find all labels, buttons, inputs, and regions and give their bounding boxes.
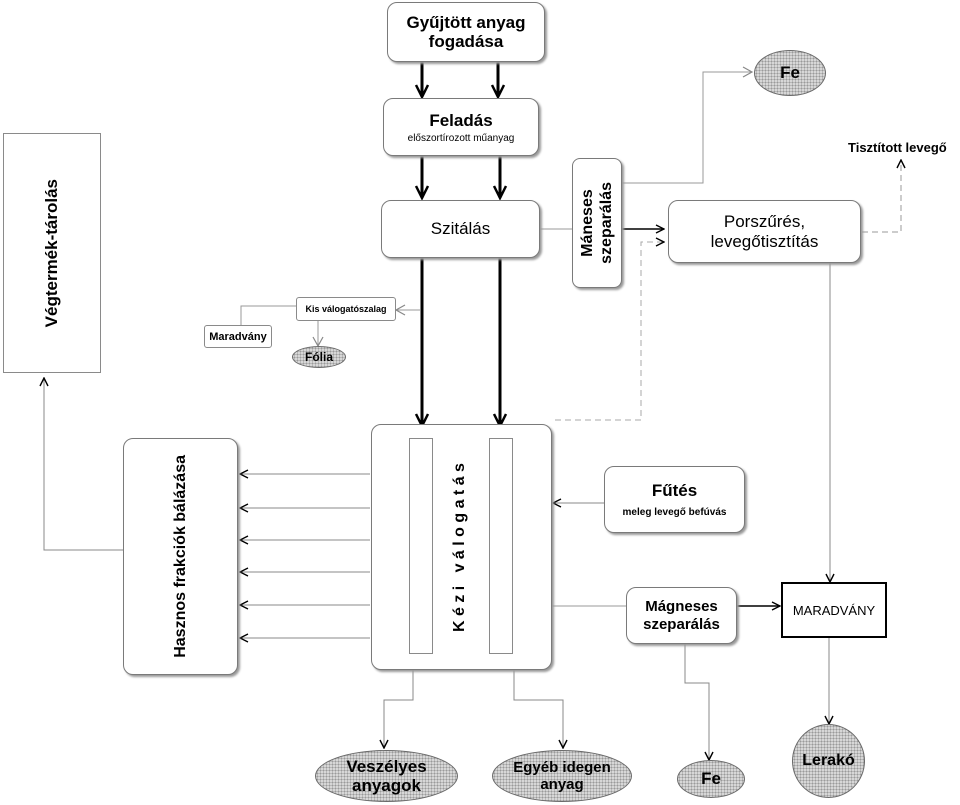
node-maradvany-small: Maradvány	[204, 325, 272, 348]
node-magneses-szeparalas: Mágneses szeparálás	[626, 587, 737, 644]
node-feladas-title: Feladás	[429, 110, 493, 130]
kezi-belt-right	[489, 438, 513, 654]
node-szitalas-label: Szitálás	[430, 219, 491, 238]
node-feladas-subtitle: előszortírozott műanyag	[407, 132, 515, 144]
node-magneses-label: Mágneses szeparálás	[643, 597, 720, 633]
node-feladas: Feladás előszortírozott műanyag	[383, 98, 539, 156]
node-maneses-szeparalas: Máneses szeparálás	[572, 158, 622, 288]
node-porszures: Porszűrés, levegőtisztítás	[668, 200, 861, 263]
node-fe-top: Fe	[754, 50, 826, 96]
node-futes-title: Fűtés	[651, 481, 698, 500]
node-folia: Fólia	[292, 346, 346, 368]
node-hasznos-label: Hasznos frakciók bálázása	[171, 455, 189, 658]
node-maradvany-small-label: Maradvány	[209, 330, 267, 343]
node-futes: Fűtés meleg levegő befúvás	[604, 466, 745, 533]
node-maradvany: MARADVÁNY	[781, 582, 887, 638]
kezi-belt-left	[409, 438, 433, 654]
label-tisztitott-levego: Tisztított levegő	[848, 140, 947, 155]
node-porszures-label: Porszűrés, levegőtisztítás	[710, 211, 819, 251]
node-egyeb-idegen-anyag: Egyéb idegen anyag	[492, 750, 632, 802]
node-fe-bottom-label: Fe	[701, 769, 721, 788]
node-kis-valogatoszalag: Kis válogatószalag	[296, 297, 396, 321]
node-kis-valogatoszalag-label: Kis válogatószalag	[305, 304, 387, 314]
node-vegtermek-label: Végtermék-tárolás	[42, 178, 61, 328]
node-veszelyes-label: Veszélyes anyagok	[346, 757, 427, 795]
node-egyeb-label: Egyéb idegen anyag	[513, 759, 611, 793]
node-kezi-label: K é z i v á l o g a t á s	[451, 463, 468, 633]
node-gyujtott-anyag-fogadasa: Gyűjtött anyag fogadása	[387, 2, 545, 62]
node-veszelyes-anyagok: Veszélyes anyagok	[315, 750, 458, 802]
node-folia-label: Fólia	[304, 350, 333, 364]
node-maneses-label: Máneses szeparálás	[579, 182, 615, 264]
node-maradvany-label: MARADVÁNY	[792, 602, 876, 618]
node-szitalas: Szitálás	[381, 200, 540, 258]
node-futes-subtitle: meleg levegő befúvás	[622, 507, 727, 518]
node-kezi-valogatas: K é z i v á l o g a t á s	[371, 424, 552, 670]
node-fe-bottom: Fe	[677, 760, 745, 798]
node-lerako-label: Lerakó	[802, 752, 855, 769]
node-gyujtott-label: Gyűjtött anyag fogadása	[406, 13, 526, 51]
node-vegtermek-tarolas: Végtermék-tárolás	[3, 133, 101, 373]
node-lerako: Lerakó	[792, 724, 865, 798]
node-fe-top-label: Fe	[780, 63, 800, 82]
node-hasznos-frakciok-balazasa: Hasznos frakciók bálázása	[123, 438, 238, 675]
